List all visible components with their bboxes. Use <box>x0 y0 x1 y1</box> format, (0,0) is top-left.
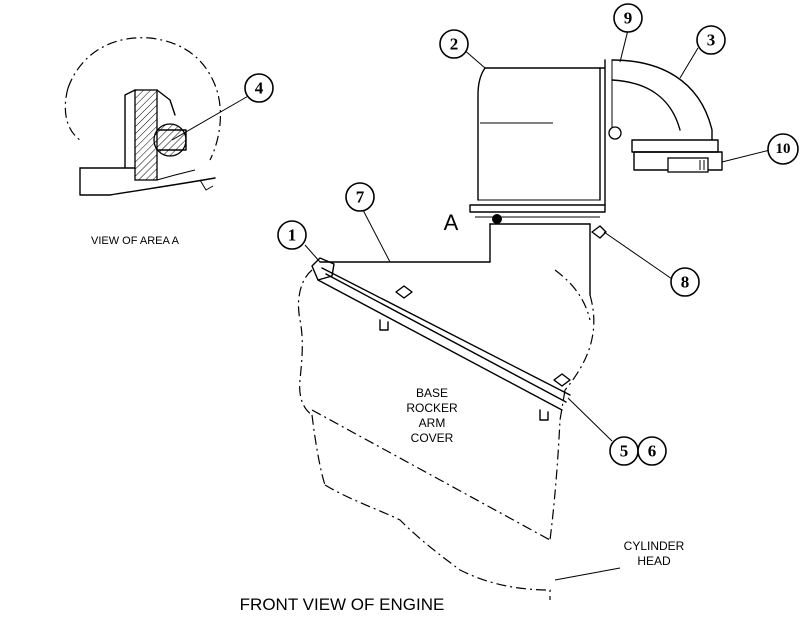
callout-9: 9 <box>613 3 643 33</box>
svg-text:9: 9 <box>624 9 633 28</box>
svg-text:2: 2 <box>450 35 459 54</box>
rail-bar <box>311 257 571 421</box>
svg-text:1: 1 <box>288 226 297 245</box>
svg-text:7: 7 <box>356 188 365 207</box>
svg-text:ARM: ARM <box>419 416 446 430</box>
area-a-marker: A <box>444 210 459 235</box>
svg-text:5: 5 <box>620 442 629 461</box>
svg-text:10: 10 <box>776 141 791 157</box>
callout-8: 8 <box>670 267 700 297</box>
front-view-title: FRONT VIEW OF ENGINE <box>240 595 445 614</box>
adapter-tube <box>319 214 607 296</box>
detail-view-area-a <box>64 37 251 196</box>
callout-5: 5 <box>609 436 639 466</box>
callout-3: 3 <box>696 25 726 55</box>
cylinder-head-leader <box>554 567 621 581</box>
svg-text:ROCKER: ROCKER <box>406 401 458 415</box>
callout-10: 10 <box>767 133 799 165</box>
leader-lines <box>304 29 771 442</box>
callout-2: 2 <box>439 29 469 59</box>
svg-text:4: 4 <box>255 79 264 98</box>
svg-text:8: 8 <box>681 273 690 292</box>
callout-1: 1 <box>277 220 307 250</box>
callout-6: 6 <box>637 436 667 466</box>
svg-text:HEAD: HEAD <box>637 554 671 568</box>
svg-text:COVER: COVER <box>411 431 454 445</box>
rocker-arm-cover <box>297 269 595 600</box>
callout-4: 4 <box>244 73 274 103</box>
svg-text:6: 6 <box>648 442 657 461</box>
svg-text:BASE: BASE <box>416 386 448 400</box>
svg-text:CYLINDER: CYLINDER <box>624 539 685 553</box>
base-rocker-arm-cover-label: BASE ROCKER ARM COVER <box>406 386 458 445</box>
callout-7: 7 <box>345 182 375 212</box>
view-area-label: VIEW OF AREA A <box>91 235 180 247</box>
intake-elbow <box>469 59 723 218</box>
cylinder-head-label: CYLINDER HEAD <box>624 539 685 568</box>
svg-text:3: 3 <box>707 31 716 50</box>
